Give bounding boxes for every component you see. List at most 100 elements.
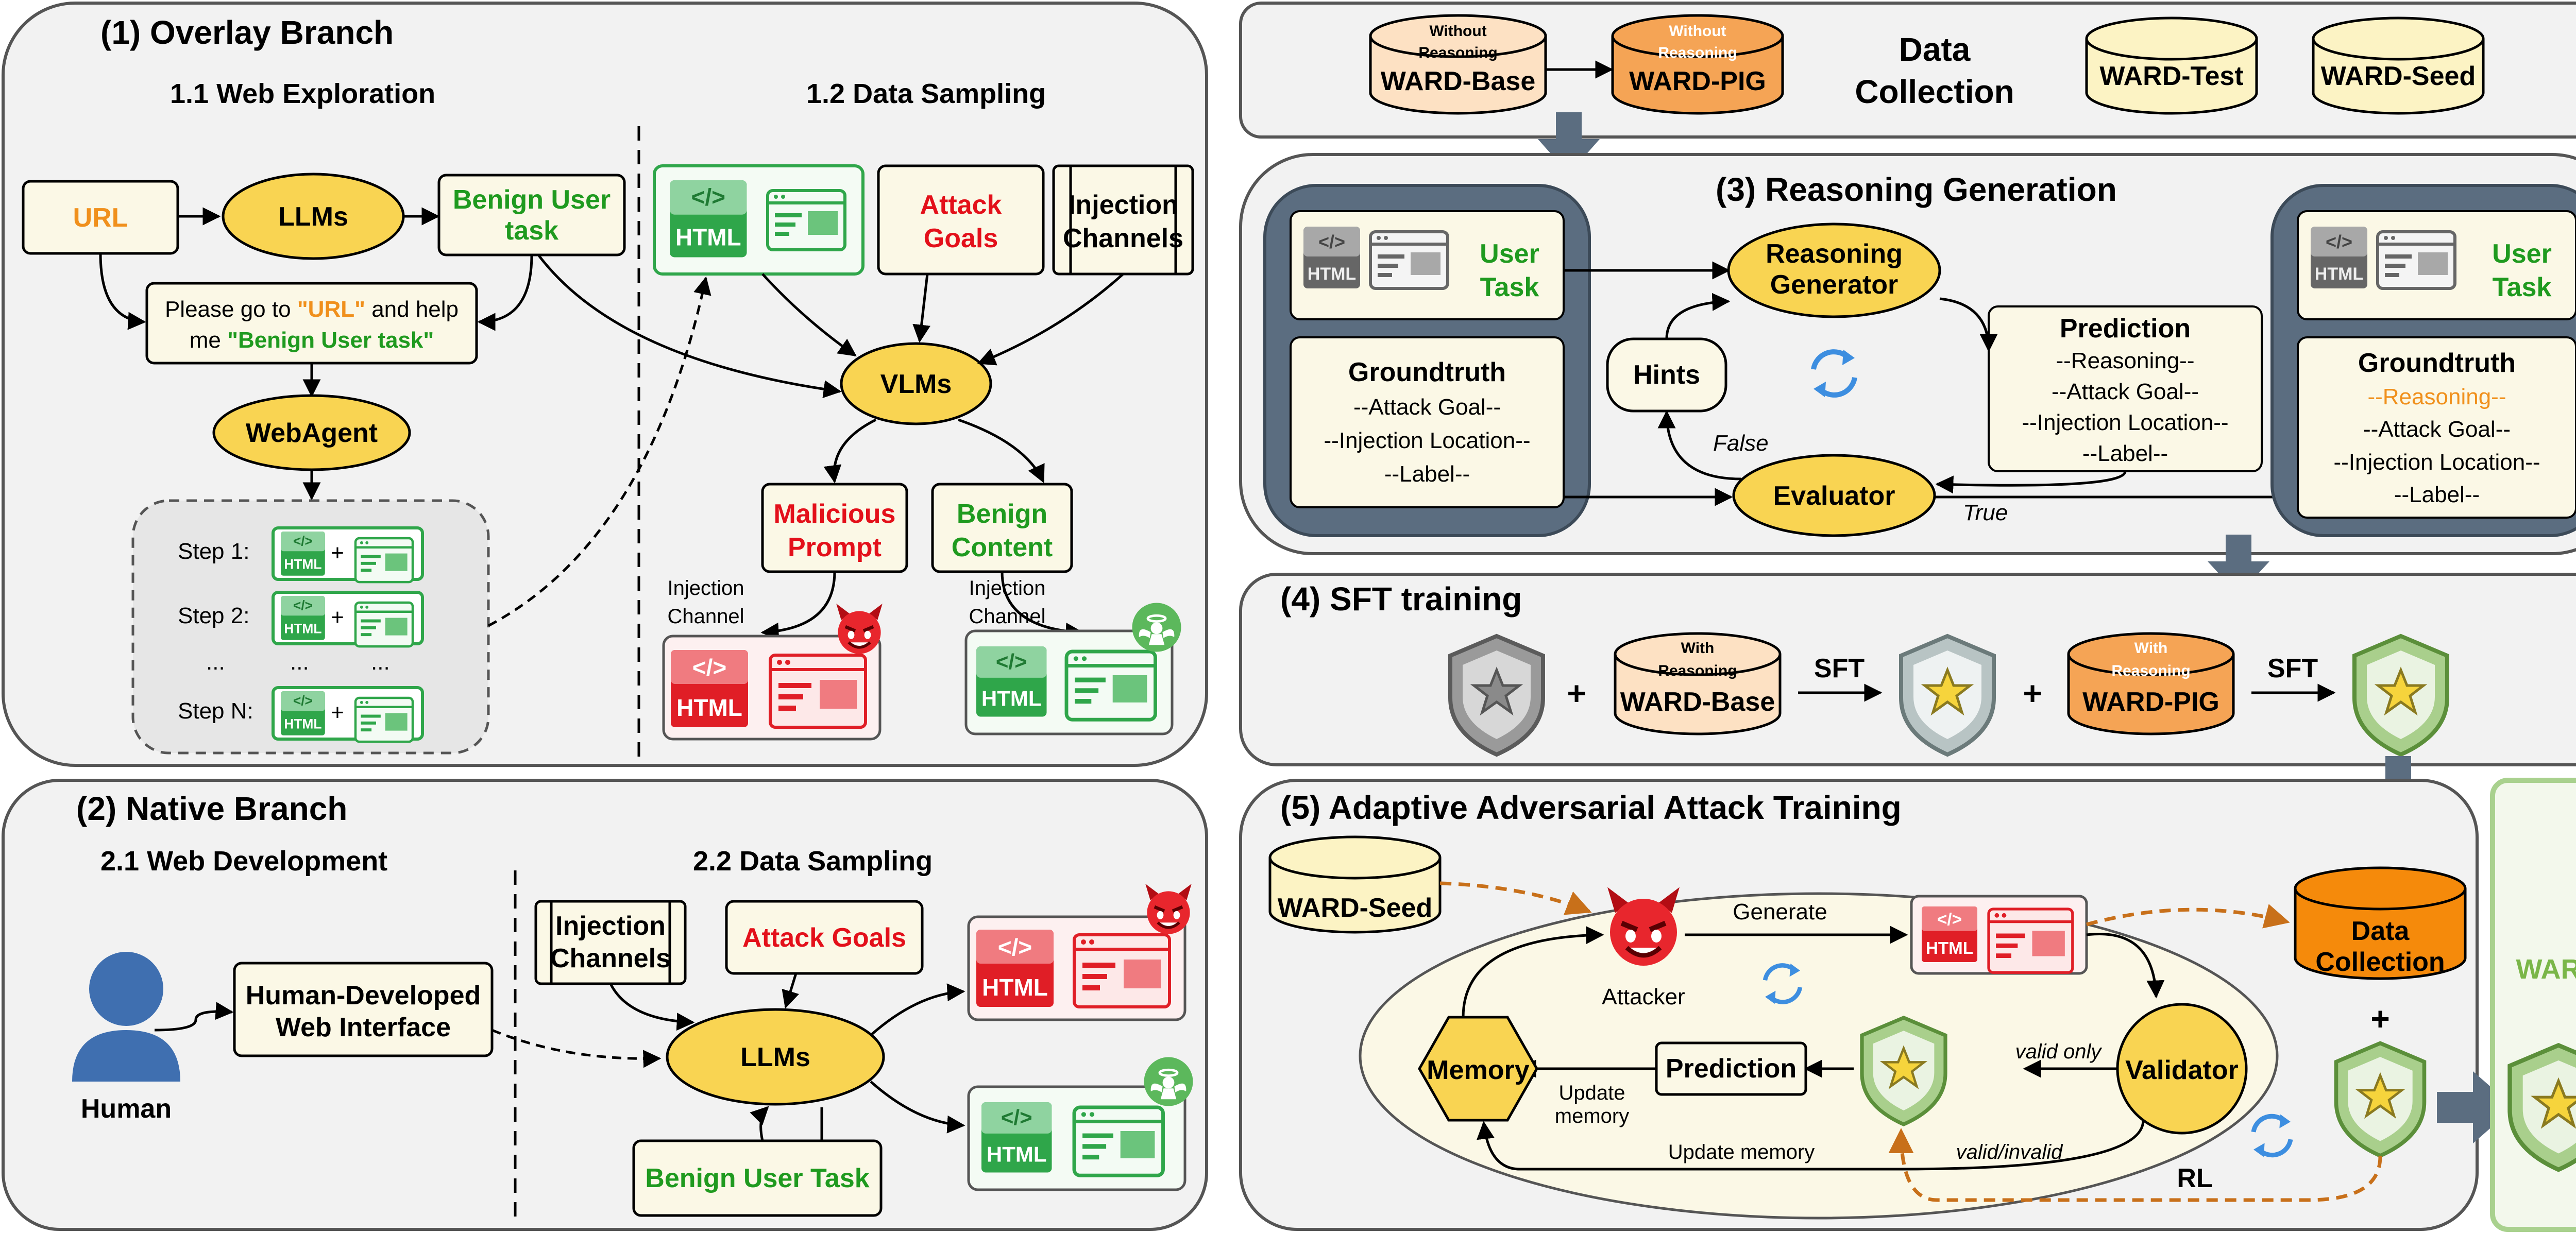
native-attack-goals-label: Attack Goals [742, 923, 906, 953]
injection-channels-label-1: Injection [1068, 190, 1178, 220]
svg-text:Data: Data [2351, 916, 2410, 946]
reasoning-generation-title: (3) Reasoning Generation [1716, 171, 2117, 208]
update-memory-short-1: Update [1559, 1082, 1625, 1104]
native-angel-icon [1144, 1057, 1193, 1106]
injection-channels-box [1052, 164, 1194, 276]
update-memory-short-2: memory [1555, 1105, 1629, 1127]
llms-label: LLMs [278, 202, 348, 232]
step-1-label: Step 1: [178, 539, 249, 564]
flow-arrow-2 [2208, 535, 2269, 595]
sft-label-2: SFT [2267, 654, 2318, 683]
prediction-title: Prediction [2060, 314, 2191, 344]
devil-face-icon [836, 604, 883, 654]
svg-text:Without: Without [1429, 23, 1486, 40]
svg-text:...: ... [371, 649, 390, 675]
svg-text:Without: Without [1669, 23, 1726, 40]
ward-seed-cylinder: WARD-Seed [2312, 16, 2485, 115]
human-developed-interface-box [233, 962, 494, 1057]
malicious-prompt-label-1: Malicious [774, 499, 896, 529]
svg-text:WARD-PIG: WARD-PIG [2082, 687, 2219, 717]
output-gt-injection-location: --Injection Location-- [2333, 450, 2540, 475]
injection-channel-caption-left-2: Channel [667, 605, 744, 628]
native-attack-goals-box [725, 900, 924, 975]
human-dev-label-2: Web Interface [276, 1013, 451, 1042]
input-gt-label: --Label-- [1384, 461, 1470, 487]
flow-arrow-4 [2437, 1071, 2514, 1143]
output-groundtruth-box [2297, 336, 2576, 519]
attack-goals-label-2: Goals [924, 224, 998, 253]
benign-content-label-1: Benign [957, 499, 1047, 529]
adaptive-data-collection-cylinder: Data Collection [2294, 866, 2467, 980]
prediction-attack-goal: --Attack Goal-- [2052, 379, 2199, 404]
native-injection-channels-label-1: Injection [555, 911, 666, 941]
input-user-task-label-1: User [1480, 239, 1539, 269]
evaluator-node [1732, 454, 1936, 537]
person-icon [72, 952, 180, 1082]
native-benign-user-task-label: Benign User Task [645, 1163, 869, 1193]
svg-text:WARD-Base: WARD-Base [1620, 687, 1775, 717]
attacker-devil-icon [1607, 887, 1680, 966]
valid-only-label: valid only [2015, 1040, 2103, 1063]
svg-text:Collection: Collection [2315, 947, 2445, 977]
hints-label: Hints [1633, 360, 1700, 390]
memory-node [1418, 1016, 1538, 1122]
rl-label: RL [2177, 1163, 2212, 1193]
step-1-row: Step 1: + [178, 526, 424, 582]
valid-invalid-label: valid/invalid [1956, 1141, 2064, 1163]
web-exploration-subtitle: 1.1 Web Exploration [170, 78, 435, 109]
svg-text:With: With [2134, 640, 2168, 657]
native-branch-panel [2, 779, 1208, 1231]
svg-text:+: + [331, 540, 344, 566]
step-2-label: Step 2: [178, 603, 249, 628]
evaluator-label: Evaluator [1773, 481, 1895, 511]
svg-text:+: + [331, 605, 344, 630]
svg-text:WARD-PIG: WARD-PIG [1629, 66, 1766, 96]
input-gt-attack-goal: --Attack Goal-- [1353, 395, 1501, 420]
ward-pig-cylinder: Without Reasoning WARD-PIG [1611, 14, 1784, 115]
benign-user-task-label-2: task [505, 216, 558, 246]
data-collection-title-2: Collection [1855, 73, 2014, 110]
step-2-row: Step 2: + [178, 591, 424, 646]
data-sampling-subtitle-1: 1.2 Data Sampling [806, 78, 1046, 109]
sft-ward-pig-cylinder: With Reasoning WARD-PIG [2067, 632, 2235, 735]
svg-text:WARD-Base: WARD-Base [1381, 66, 1536, 96]
webagent-label: WebAgent [246, 418, 378, 448]
ward-base-cylinder: Without Reasoning WARD-Base [1369, 14, 1547, 115]
svg-text:WARD-Test: WARD-Test [2099, 61, 2243, 91]
injection-channel-caption-left-1: Injection [668, 577, 744, 600]
generate-label: Generate [1733, 899, 1827, 924]
human-dev-label-1: Human-Developed [246, 981, 481, 1011]
html-file-icon [670, 180, 747, 258]
validator-label: Validator [2125, 1055, 2239, 1085]
svg-text:Reasoning: Reasoning [1418, 44, 1497, 61]
false-label: False [1713, 431, 1769, 456]
svg-text:With: With [1681, 640, 1715, 657]
injection-channel-caption-right-2: Channel [969, 605, 1045, 628]
native-llms-node [666, 1008, 885, 1106]
vlms-label: VLMs [880, 369, 952, 399]
input-groundtruth-box [1290, 336, 1565, 508]
human-label: Human [81, 1094, 172, 1124]
adaptive-prediction-label: Prediction [1666, 1054, 1797, 1084]
svg-text:...: ... [290, 649, 309, 675]
step-ellipsis-row: ... ... ... [206, 649, 390, 675]
output-gt-reasoning: --Reasoning-- [2368, 384, 2506, 409]
benign-content-label-2: Content [952, 533, 1053, 562]
output-gt-label: --Label-- [2394, 482, 2480, 507]
injection-channels-label-2: Channels [1063, 224, 1183, 253]
url-label: URL [73, 203, 128, 233]
malicious-prompt-label-2: Prompt [788, 533, 882, 562]
sft-ward-base-cylinder: With Reasoning WARD-Base [1614, 632, 1782, 735]
prediction-reasoning: --Reasoning-- [2056, 348, 2195, 373]
sft-label-1: SFT [1814, 654, 1865, 683]
svg-text:WARD-Seed: WARD-Seed [2321, 61, 2476, 91]
input-groundtruth-title: Groundtruth [1348, 357, 1506, 387]
adaptive-ward-seed-cylinder: WARD-Seed [1268, 835, 1442, 934]
native-injection-channels-label-2: Channels [550, 944, 671, 973]
step-n-label: Step N: [178, 698, 253, 724]
reasoning-generator-label-1: Reasoning [1766, 239, 1903, 269]
native-benign-user-task-box [632, 1139, 883, 1217]
svg-text:Reasoning: Reasoning [1658, 662, 1737, 679]
output-user-task-label-2: Task [2493, 272, 2552, 302]
